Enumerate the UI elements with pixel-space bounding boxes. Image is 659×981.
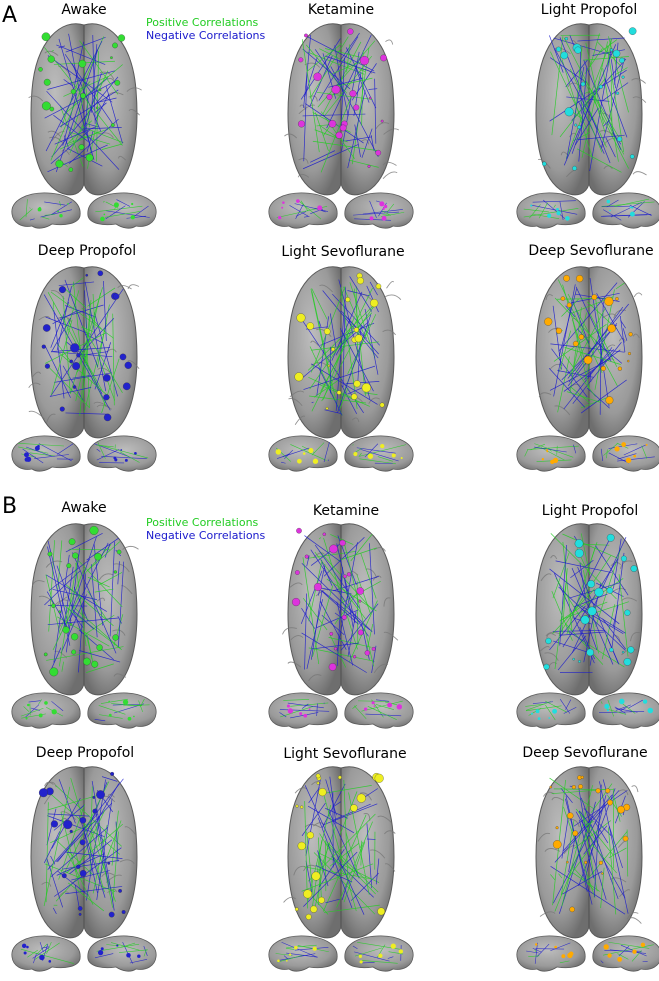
brain-top-view-0 xyxy=(28,23,142,196)
panel-letter-b: B xyxy=(2,494,18,519)
legend-positive-a: Positive Correlations xyxy=(146,16,259,29)
legend-negative-a: Negative Correlations xyxy=(146,29,266,42)
connections xyxy=(44,33,124,173)
brain-top-view-7 xyxy=(282,523,399,696)
brain-top-view-5 xyxy=(535,266,643,439)
brain-side-view-6 xyxy=(11,692,81,729)
brain-side-view-4 xyxy=(344,435,414,472)
brain-side-view-9 xyxy=(11,935,81,972)
brain-side-view-8 xyxy=(516,692,586,729)
brain-top-view-10 xyxy=(283,766,396,939)
panel-letter-a: A xyxy=(2,3,18,28)
brain-side-view-0 xyxy=(87,192,157,229)
brain-side-view-10 xyxy=(268,935,338,972)
brain-top-view-6 xyxy=(30,523,139,696)
brain-side-view-3 xyxy=(87,435,157,472)
title-b-light-propofol: Light Propofol xyxy=(541,503,639,519)
brain-top-view-9 xyxy=(30,766,138,939)
brain-side-view-11 xyxy=(516,935,586,972)
title-b-deep-propofol: Deep Propofol xyxy=(35,745,135,761)
title-a-light-propofol: Light Propofol xyxy=(540,2,638,18)
brain-side-view-10 xyxy=(344,935,414,972)
connections xyxy=(549,33,629,173)
title-b-deep-sevoflurane: Deep Sevoflurane xyxy=(522,745,648,761)
title-a-deep-propofol: Deep Propofol xyxy=(37,243,137,259)
title-b-light-sevoflurane: Light Sevoflurane xyxy=(283,746,407,762)
connections xyxy=(43,277,124,416)
legend-negative-b: Negative Correlations xyxy=(146,529,266,542)
brain-top-view-4 xyxy=(287,266,402,439)
brain-side-view-3 xyxy=(11,435,81,472)
brain-side-view-6 xyxy=(87,692,157,729)
brain-top-view-3 xyxy=(28,266,140,439)
title-a-awake: Awake xyxy=(61,2,107,18)
connections xyxy=(44,532,125,673)
brain-side-view-5 xyxy=(592,435,659,472)
brain-side-view-11 xyxy=(592,935,659,972)
title-a-deep-sevoflurane: Deep Sevoflurane xyxy=(528,243,654,259)
brain-top-view-8 xyxy=(535,523,643,696)
brain-side-view-7 xyxy=(344,692,414,729)
brain-top-view-11 xyxy=(535,766,643,939)
connections xyxy=(300,533,381,673)
connections xyxy=(301,776,380,915)
brain-side-view-9 xyxy=(87,935,157,972)
brain-side-view-2 xyxy=(516,192,586,229)
title-a-ketamine: Ketamine xyxy=(307,2,375,18)
brain-side-view-0 xyxy=(11,192,81,229)
brain-side-view-2 xyxy=(592,192,659,229)
brain-side-view-1 xyxy=(344,192,414,229)
brain-side-view-4 xyxy=(268,435,338,472)
brain-top-view-2 xyxy=(535,23,647,196)
legend-positive-b: Positive Correlations xyxy=(146,516,259,529)
title-a-light-sevoflurane: Light Sevoflurane xyxy=(281,244,405,260)
brain-side-view-5 xyxy=(516,435,586,472)
brain-side-view-1 xyxy=(268,192,338,229)
brain-side-view-7 xyxy=(268,692,338,729)
title-b-awake: Awake xyxy=(61,500,107,516)
connections xyxy=(300,32,379,173)
brain-top-view-1 xyxy=(284,23,400,196)
connections xyxy=(549,533,629,674)
title-b-ketamine: Ketamine xyxy=(312,503,380,519)
brain-side-view-8 xyxy=(592,692,659,729)
